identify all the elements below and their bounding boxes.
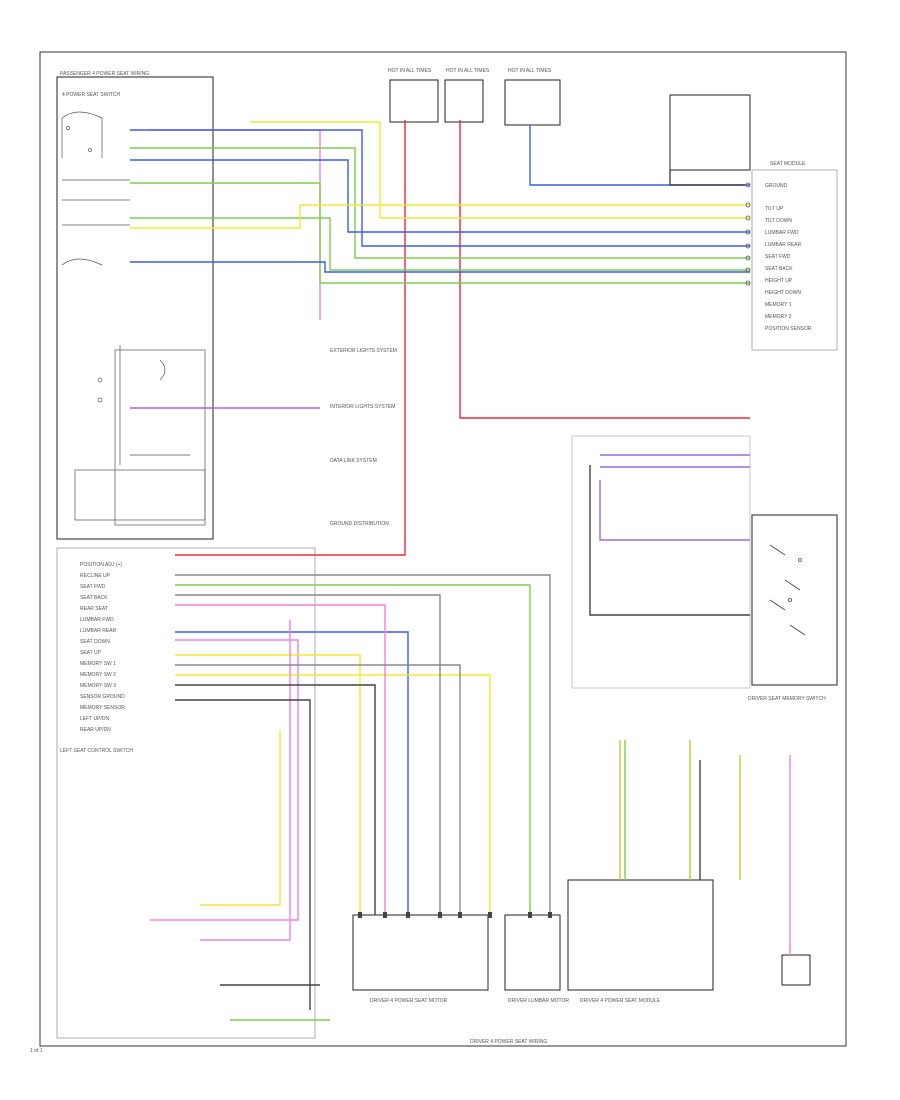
wire-green-1 (130, 147, 750, 259)
pin-label: POSITION ADJ (+) (80, 562, 122, 568)
right-module-title: SEAT MODULE (770, 161, 806, 167)
wire-blue-2 (130, 159, 750, 233)
wire-purple-1 (130, 407, 750, 541)
pin-label: MEMORY 1 (765, 302, 792, 308)
external-system-2: INTERIOR LIGHTS SYSTEM (330, 404, 395, 410)
wire-red-main (175, 120, 750, 556)
wire-green-4 (130, 217, 750, 271)
right-seat-module (751, 169, 838, 351)
wire-yellow-2 (250, 121, 750, 219)
pin-label: SEAT DOWN (80, 639, 110, 645)
wire-bottom-right (619, 740, 741, 880)
wire-blue-4 (175, 631, 409, 915)
fuse-block-left (389, 79, 439, 123)
left-passenger-module (56, 76, 214, 540)
pin-label: LUMBAR FWD (765, 230, 799, 236)
fuse-block-right (504, 79, 561, 126)
external-system-3: DATA LINK SYSTEM (330, 458, 377, 464)
external-system-1: EXTERIOR LIGHTS SYSTEM (330, 348, 397, 354)
pin-label: MEMORY SW 2 (80, 672, 116, 678)
memory-switch-contacts (769, 544, 806, 636)
pin-label: SEAT FWD (765, 254, 791, 260)
wire-blue-5 (529, 125, 750, 186)
bottom-module-3-label: DRIVER 4 POWER SEAT MODULE (580, 998, 661, 1004)
outer-frame (39, 51, 847, 1047)
wire-black-2 (589, 170, 750, 880)
left-pin-labels: POSITION ADJ (+) RECLINE UP SEAT FWD SEA… (80, 562, 125, 733)
wire-yellow-4 (175, 674, 491, 915)
top-right-relay (669, 94, 751, 171)
pin-label: POSITION SENSOR (765, 326, 812, 332)
wire-yellow-1 (130, 204, 750, 229)
bottom-module-1 (352, 914, 489, 991)
wire-yellow-3 (175, 654, 361, 915)
pin-label: TILT UP (765, 206, 784, 212)
wire-green-3 (175, 584, 531, 915)
bottom-module-2-label: DRIVER LUMBAR MOTOR (508, 998, 569, 1004)
pin-label: LUMBAR FWD (80, 617, 114, 623)
external-system-4: GROUND DISTRIBUTION (330, 521, 389, 527)
bottom-connector-pins (358, 912, 552, 918)
wire-blue-1 (130, 129, 750, 247)
fuse-block-mid (444, 79, 484, 123)
bottom-caption: DRIVER 4 POWER SEAT WIRING (470, 1039, 547, 1045)
corner-label: 1 of 1 (30, 1048, 43, 1054)
fuse-right-label: HOT IN ALL TIMES (508, 68, 552, 74)
bottom-module-4 (781, 954, 811, 986)
pin-label: HEIGHT DOWN (765, 290, 801, 296)
pin-label: LUMBAR REAR (80, 628, 117, 634)
bottom-module-3 (567, 879, 714, 991)
fuse-mid-label: HOT IN ALL TIMES (446, 68, 490, 74)
memory-switch-title: DRIVER SEAT MEMORY SWITCH (748, 696, 826, 702)
left-module-sub: 4 POWER SEAT SWITCH (62, 92, 121, 98)
pin-label: GROUND (765, 183, 788, 189)
pin-label: REAR SEAT (80, 606, 108, 612)
pin-label: LEFT UP/DN (80, 716, 109, 722)
wire-green-2 (130, 182, 750, 284)
pin-label: MEMORY 2 (765, 314, 792, 320)
left-switch-title: LEFT SEAT CONTROL SWITCH (60, 748, 133, 754)
left-module-title: PASSENGER 4 POWER SEAT WIRING (60, 71, 149, 77)
pin-label: REAR UP/DN (80, 727, 111, 733)
wire-yellow-5 (200, 730, 281, 906)
pin-label: LUMBAR REAR (765, 242, 802, 248)
pin-label: MEMORY SW 3 (80, 683, 116, 689)
mid-right-region (571, 435, 751, 689)
pin-label: HEIGHT UP (765, 278, 793, 284)
wire-blue-3 (130, 261, 750, 273)
bottom-module-2 (504, 914, 561, 991)
pin-label: SEAT FWD (80, 584, 106, 590)
wire-black-1 (175, 684, 376, 1010)
wire-pink-2 (175, 604, 386, 915)
wire-gray-1 (175, 574, 551, 915)
left-module-switches (61, 111, 206, 526)
fuse-left-label: HOT IN ALL TIMES (388, 68, 432, 74)
pin-label: SENSOR GROUND (80, 694, 125, 700)
pin-label: SEAT BACK (765, 266, 793, 272)
wire-pink-3 (200, 620, 791, 955)
memory-switch-module (751, 514, 838, 686)
pin-label: RECLINE UP (80, 573, 111, 579)
left-control-switch (56, 547, 316, 1039)
pin-label: MEMORY SW 1 (80, 661, 116, 667)
pin-label: MEMORY SENSOR (80, 705, 125, 711)
pin-label: SEAT BACK (80, 595, 108, 601)
right-terminals (745, 182, 751, 286)
pin-label: TILT DOWN (765, 218, 792, 224)
bottom-module-1-label: DRIVER 4 POWER SEAT MOTOR (370, 998, 448, 1004)
wire-green-bottom (230, 740, 626, 1021)
pin-label: SEAT UP (80, 650, 102, 656)
right-pin-labels: GROUND TILT UP TILT DOWN LUMBAR FWD LUMB… (765, 183, 812, 332)
